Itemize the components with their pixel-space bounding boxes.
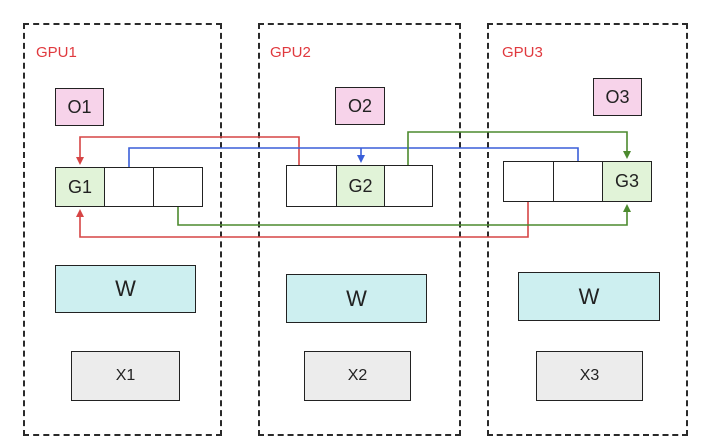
- w-box-gpu1: W: [55, 265, 196, 313]
- g2-cell: G2: [336, 165, 385, 207]
- g3-cell: G3: [602, 161, 652, 202]
- w-box-gpu2: W: [286, 274, 427, 323]
- g1-cell: G1: [55, 167, 105, 207]
- gpu2-empty-cell-3: [384, 165, 433, 207]
- o2-box: O2: [335, 87, 385, 125]
- x3-box: X3: [536, 351, 643, 401]
- x2-box: X2: [304, 351, 411, 401]
- gpu2-label: GPU2: [270, 44, 311, 61]
- gpu1-empty-cell-3: [153, 167, 203, 207]
- w-box-gpu3: W: [518, 272, 660, 321]
- gpu1-empty-cell-2: [104, 167, 154, 207]
- x1-box: X1: [71, 351, 180, 401]
- gpu3-empty-cell-2: [553, 161, 603, 202]
- gpu1-label: GPU1: [36, 44, 77, 61]
- gpu3-empty-cell-1: [503, 161, 554, 202]
- gpu2-empty-cell-1: [286, 165, 337, 207]
- o1-box: O1: [55, 88, 104, 126]
- gpu3-label: GPU3: [502, 44, 543, 61]
- o3-box: O3: [593, 78, 642, 116]
